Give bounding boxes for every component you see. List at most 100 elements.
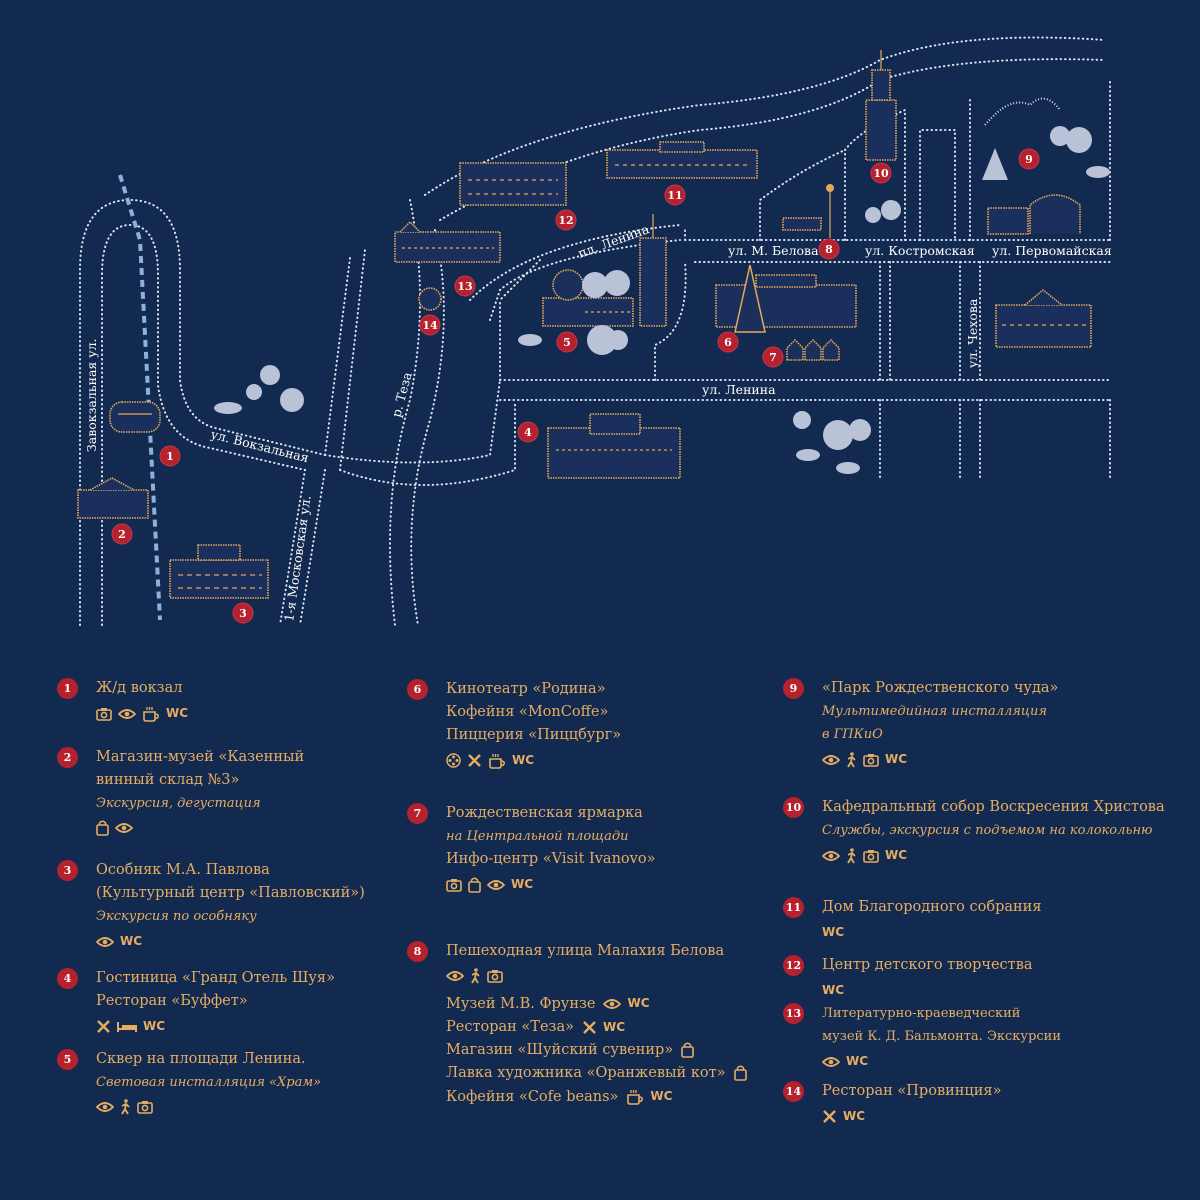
eye-icon: [96, 1102, 114, 1112]
legend-text: на Центральной площади: [446, 829, 629, 844]
legend-number-badge: 6: [407, 679, 428, 700]
bag-icon: [733, 1065, 747, 1081]
legend-text-row: Центр детского творчества: [822, 954, 1041, 977]
coffee-icon: [143, 706, 159, 722]
legend-number-badge: 2: [57, 747, 78, 768]
legend-text: Экскурсия по особняку: [96, 909, 257, 924]
eye-icon: [822, 850, 840, 862]
legend-text: Кинотеатр «Родина»: [446, 681, 606, 697]
legend-text-row: винный склад №3»: [96, 769, 312, 792]
map-marker-3[interactable]: 3: [232, 602, 254, 624]
map-marker-12[interactable]: 12: [555, 209, 577, 231]
legend-number-badge: 4: [57, 968, 78, 989]
marker-number: 12: [558, 214, 573, 227]
legend-text-row: Кафедральный собор Воскресения Христова: [822, 796, 1173, 819]
map-marker-7[interactable]: 7: [762, 346, 784, 368]
map-marker-14[interactable]: 14: [419, 314, 441, 336]
legend-text-row: (Культурный центр «Павловский»): [96, 882, 373, 905]
legend-icons-row: [446, 965, 753, 988]
bag-icon: [468, 877, 481, 893]
coffee-icon: [488, 753, 506, 769]
map-marker-5[interactable]: 5: [556, 331, 578, 353]
legend-text-row: Музей М.В. Фрунзе WC: [446, 992, 753, 1016]
legend-text-row: Ресторан «Теза»WC: [446, 1016, 753, 1040]
city-map[interactable]: Завокзальная ул. ул. Вокзальная 1-я Моск…: [0, 0, 1200, 640]
legend-text-row: Рождественская ярмарка: [446, 802, 663, 825]
wc-icon: WC: [885, 752, 908, 766]
wc-icon: WC: [822, 983, 845, 997]
map-marker-10[interactable]: 10: [870, 162, 892, 184]
bed-icon: [117, 1021, 137, 1032]
legend-text-row: в ГПКиО: [822, 723, 1066, 746]
legend-item-9[interactable]: 9«Парк Рождественского чуда»Мультимедийн…: [783, 677, 1066, 776]
legend-item-6[interactable]: 6 Кинотеатр «Родина» Кофейня «MonCoffe» Пиц…: [407, 678, 629, 777]
eye-icon: [115, 822, 133, 834]
coffee-icon: [489, 753, 505, 769]
map-marker-13[interactable]: 13: [454, 275, 476, 297]
map-marker-6[interactable]: 6: [717, 331, 739, 353]
marker-number: 4: [524, 426, 532, 439]
marker-number: 11: [667, 189, 682, 202]
street-pervomayskaya: ул. Первомайская: [992, 243, 1112, 258]
legend-text-row: Световая инсталляция «Храм»: [96, 1071, 329, 1094]
coffee-icon: [627, 1089, 644, 1105]
legend-text: Пешеходная улица Малахия Белова: [446, 943, 725, 959]
legend-text-row: Службы, экскурсия с подъемом на колоколь…: [822, 819, 1173, 842]
legend-text: Литературно-краеведческий: [822, 1006, 1021, 1021]
marker-circle: [556, 331, 578, 353]
camera-icon: [137, 1101, 153, 1114]
map-marker-9[interactable]: 9: [1018, 148, 1040, 170]
map-marker-8[interactable]: 8: [818, 238, 840, 260]
cutlery-icon: [582, 1020, 597, 1035]
landmark-buildings: [77, 50, 1092, 599]
bag-icon: [96, 820, 109, 836]
legend-text: «Парк Рождественского чуда»: [822, 680, 1059, 696]
eye-icon: [822, 850, 840, 861]
walk-icon: [471, 968, 480, 984]
wc-icon: WC: [885, 848, 908, 862]
map-marker-1[interactable]: 1: [159, 445, 181, 467]
legend-text-row: Пиццерия «Пиццбург»: [446, 724, 629, 747]
map-marker-2[interactable]: 2: [111, 523, 133, 545]
legend-text: Гостиница «Гранд Отель Шуя»: [96, 970, 335, 986]
legend-text: Экскурсия, дегустация: [96, 796, 261, 811]
legend-icons-row: WC: [822, 921, 1050, 945]
coffee-icon: [142, 706, 160, 722]
bag-icon: [96, 820, 109, 836]
map-marker-11[interactable]: 11: [664, 184, 686, 206]
wc-icon: WC: [627, 996, 650, 1010]
legend-text: Музей М.В. Фрунзе: [446, 995, 596, 1012]
marker-number: 13: [457, 280, 472, 293]
walk-icon: [121, 1099, 130, 1115]
street-kostromskaya: ул. Костромская: [865, 243, 975, 258]
marker-number: 8: [825, 243, 833, 256]
cutlery-icon: [96, 1019, 111, 1034]
legend-text: Кофейня «MonCoffe»: [446, 704, 609, 720]
map-marker-4[interactable]: 4: [517, 421, 539, 443]
marker-circle: [664, 184, 686, 206]
legend-text: Особняк М.А. Павлова: [96, 862, 270, 878]
legend-text-row: Ресторан «Провинция»: [822, 1080, 1009, 1103]
wc-icon: WC: [843, 1109, 866, 1123]
legend-icons-row: WC: [822, 844, 1173, 868]
coffee-icon: [626, 1089, 644, 1105]
marker-circle: [717, 331, 739, 353]
wc-icon: WC: [650, 1089, 673, 1103]
legend-number-badge: 1: [57, 678, 78, 699]
legend-text: Магазин «Шуйский сувенир»: [446, 1042, 674, 1058]
marker-circle: [870, 162, 892, 184]
legend-text: Ж/д вокзал: [96, 680, 183, 696]
bag-icon: [681, 1042, 695, 1058]
